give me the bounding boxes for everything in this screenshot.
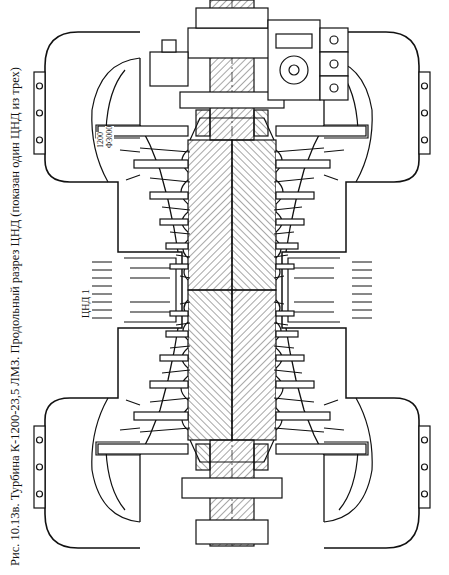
figure-caption: Рис. 10.13в. Турбина К-1200-23,5 ЛМЗ. Пр…	[8, 67, 22, 566]
bellows	[92, 262, 372, 318]
dimension-label: 1200	[96, 132, 105, 148]
cylinder-label: ЦНД 1	[80, 289, 92, 318]
dimension-label: Ф3000	[105, 126, 114, 148]
turning-gear	[150, 20, 348, 100]
